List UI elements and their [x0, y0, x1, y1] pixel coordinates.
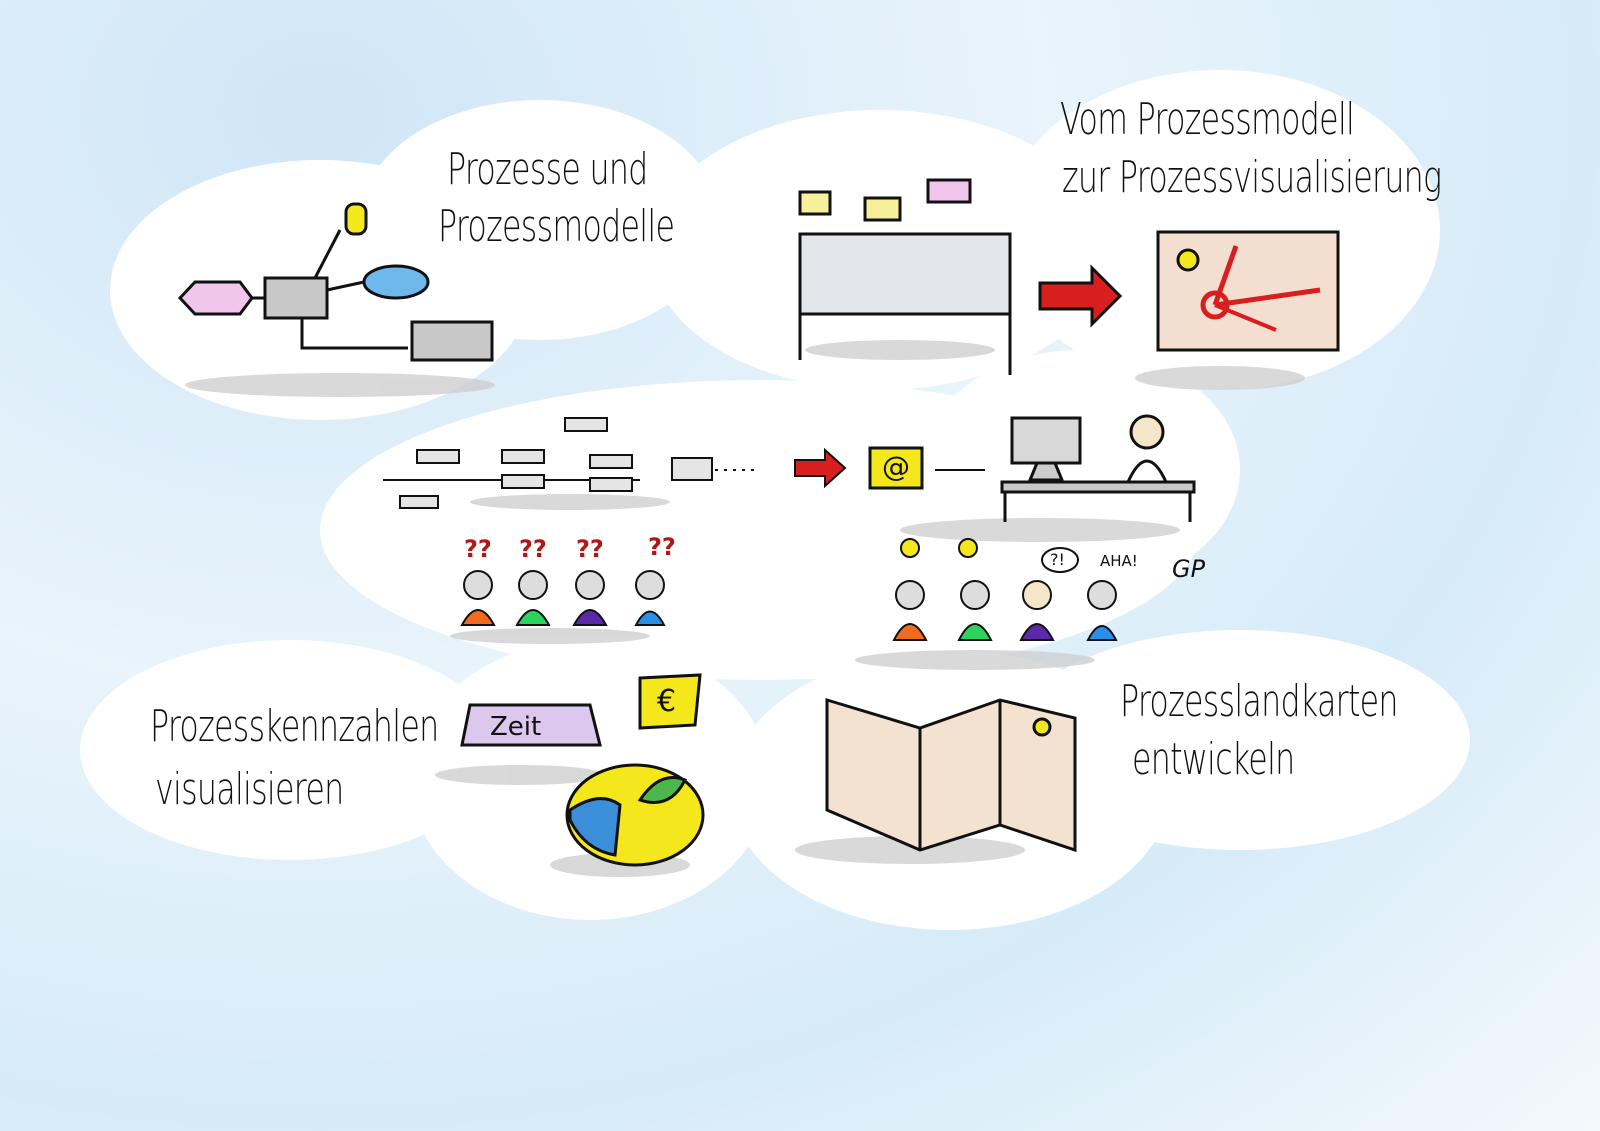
process-model-drawing: [177, 202, 494, 362]
dashboard-drawing: [1156, 230, 1340, 352]
section-title-visualization-line2: zur Prozessvisualisierung: [1062, 152, 1442, 203]
process-flowchart-drawing: [383, 417, 760, 509]
section-title-visualization-line1: Vom Prozessmodell: [1060, 94, 1355, 145]
small-red-arrow-icon: [794, 447, 847, 489]
section-title-kpis-line2: visualisieren: [155, 764, 344, 815]
time-label: Zeit: [490, 712, 542, 742]
email-at-symbol: @: [882, 450, 910, 483]
red-arrow-icon: [1038, 264, 1123, 328]
section-title-models-line1: Prozesse und: [447, 144, 648, 195]
question-marks: ??: [519, 535, 547, 563]
email-envelope-icon: [868, 446, 924, 490]
process-map-drawing: [825, 697, 1077, 853]
question-marks: ??: [576, 535, 604, 563]
confused-people-group: [460, 570, 666, 626]
section-title-maps-line1: Prozesslandkarten: [1120, 676, 1398, 727]
kpi-drawing: [460, 673, 705, 867]
euro-symbol: €: [657, 684, 677, 719]
desk-computer-drawing: [1000, 414, 1196, 522]
aha-text: AHA!: [1100, 552, 1138, 570]
thought-bubble-text: ?!: [1050, 550, 1065, 569]
section-title-kpis-line1: Prozesskennzahlen: [150, 701, 439, 752]
pinboard-drawing: [798, 178, 1012, 375]
question-marks: ??: [464, 535, 492, 563]
section-title-maps-line2: entwickeln: [1132, 734, 1295, 785]
question-marks: ??: [648, 533, 676, 561]
artist-signature: GP: [1172, 555, 1206, 583]
enlightened-people-group: [892, 538, 1118, 641]
section-title-models-line2: Prozessmodelle: [438, 201, 675, 252]
